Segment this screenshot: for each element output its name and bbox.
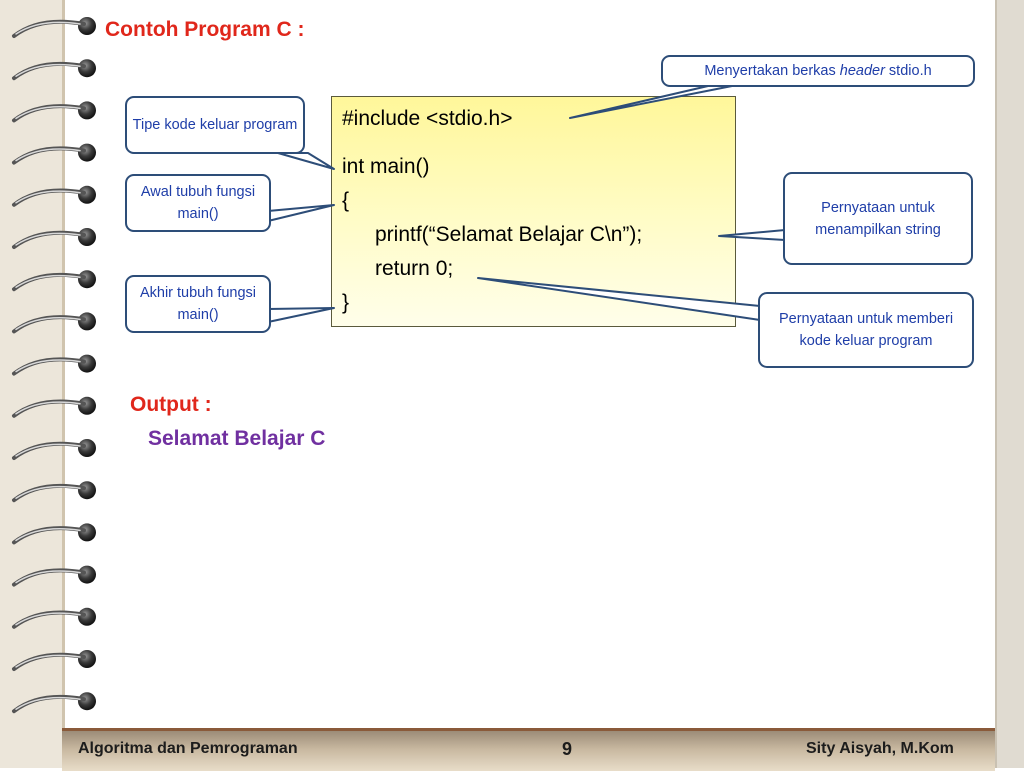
code-block: #include <stdio.h> int main() { printf(“…	[331, 96, 736, 327]
code-line-open-brace: {	[342, 189, 350, 212]
footer-author: Sity Aisyah, M.Kom	[806, 740, 954, 757]
spiral-ring	[12, 143, 96, 165]
callout-include-text-em: header	[839, 63, 885, 79]
code-line-main: int main()	[342, 155, 430, 178]
callout-body-start: Awal tubuh fungsi main()	[125, 174, 271, 232]
footer-course-title: Algoritma dan Pemrograman	[78, 740, 298, 757]
output-value: Selamat Belajar C	[148, 427, 326, 450]
spiral-ring	[12, 17, 96, 38]
spiral-rings	[12, 17, 96, 714]
code-line-printf: printf(“Selamat Belajar C\n”);	[375, 223, 643, 246]
callout-body-end: Akhir tubuh fungsi main()	[125, 275, 271, 333]
spiral-ring	[12, 270, 96, 292]
spiral-ring	[12, 692, 96, 714]
callout-printf-stmt: Pernyataan untuk menampilkan string	[783, 172, 973, 265]
slide-title: Contoh Program C :	[105, 18, 305, 41]
spiral-ring	[12, 481, 96, 503]
spiral-ring	[12, 396, 96, 418]
footer-page-number: 9	[562, 739, 573, 759]
connector-body-end	[267, 307, 335, 323]
spiral-ring	[12, 101, 96, 123]
spiral-ring	[12, 354, 96, 376]
connector-printf	[718, 229, 786, 241]
code-line-close-brace: }	[342, 291, 350, 314]
spiral-ring	[12, 565, 96, 587]
callout-include-text-pre: Menyertakan berkas	[704, 63, 840, 79]
slide-footer: Algoritma dan Pemrograman 9 Sity Aisyah,…	[62, 728, 995, 771]
spiral-ring	[12, 607, 96, 629]
connector-return-stmt	[477, 277, 761, 321]
spiral-ring	[12, 439, 96, 460]
spiral-ring	[12, 312, 96, 334]
connector-include	[569, 85, 733, 119]
callout-return-stmt: Pernyataan untuk memberi kode keluar pro…	[758, 292, 974, 368]
spiral-ring	[12, 523, 96, 545]
spiral-ring	[12, 228, 96, 249]
callout-include-header: Menyertakan berkas header stdio.h	[661, 55, 975, 87]
spiral-ring	[12, 185, 96, 207]
connector-body-start	[267, 204, 335, 222]
notebook-binding-strip	[0, 0, 65, 768]
connector-return-type	[277, 152, 335, 170]
code-line-include: #include <stdio.h>	[342, 107, 513, 130]
page-edge-strip	[995, 0, 1024, 768]
spiral-ring	[12, 650, 96, 671]
callout-return-type: Tipe kode keluar program	[125, 96, 305, 154]
output-label: Output :	[130, 393, 212, 416]
code-line-return: return 0;	[375, 257, 454, 280]
callout-include-text-post: stdio.h	[884, 63, 932, 79]
spiral-ring	[12, 59, 96, 81]
